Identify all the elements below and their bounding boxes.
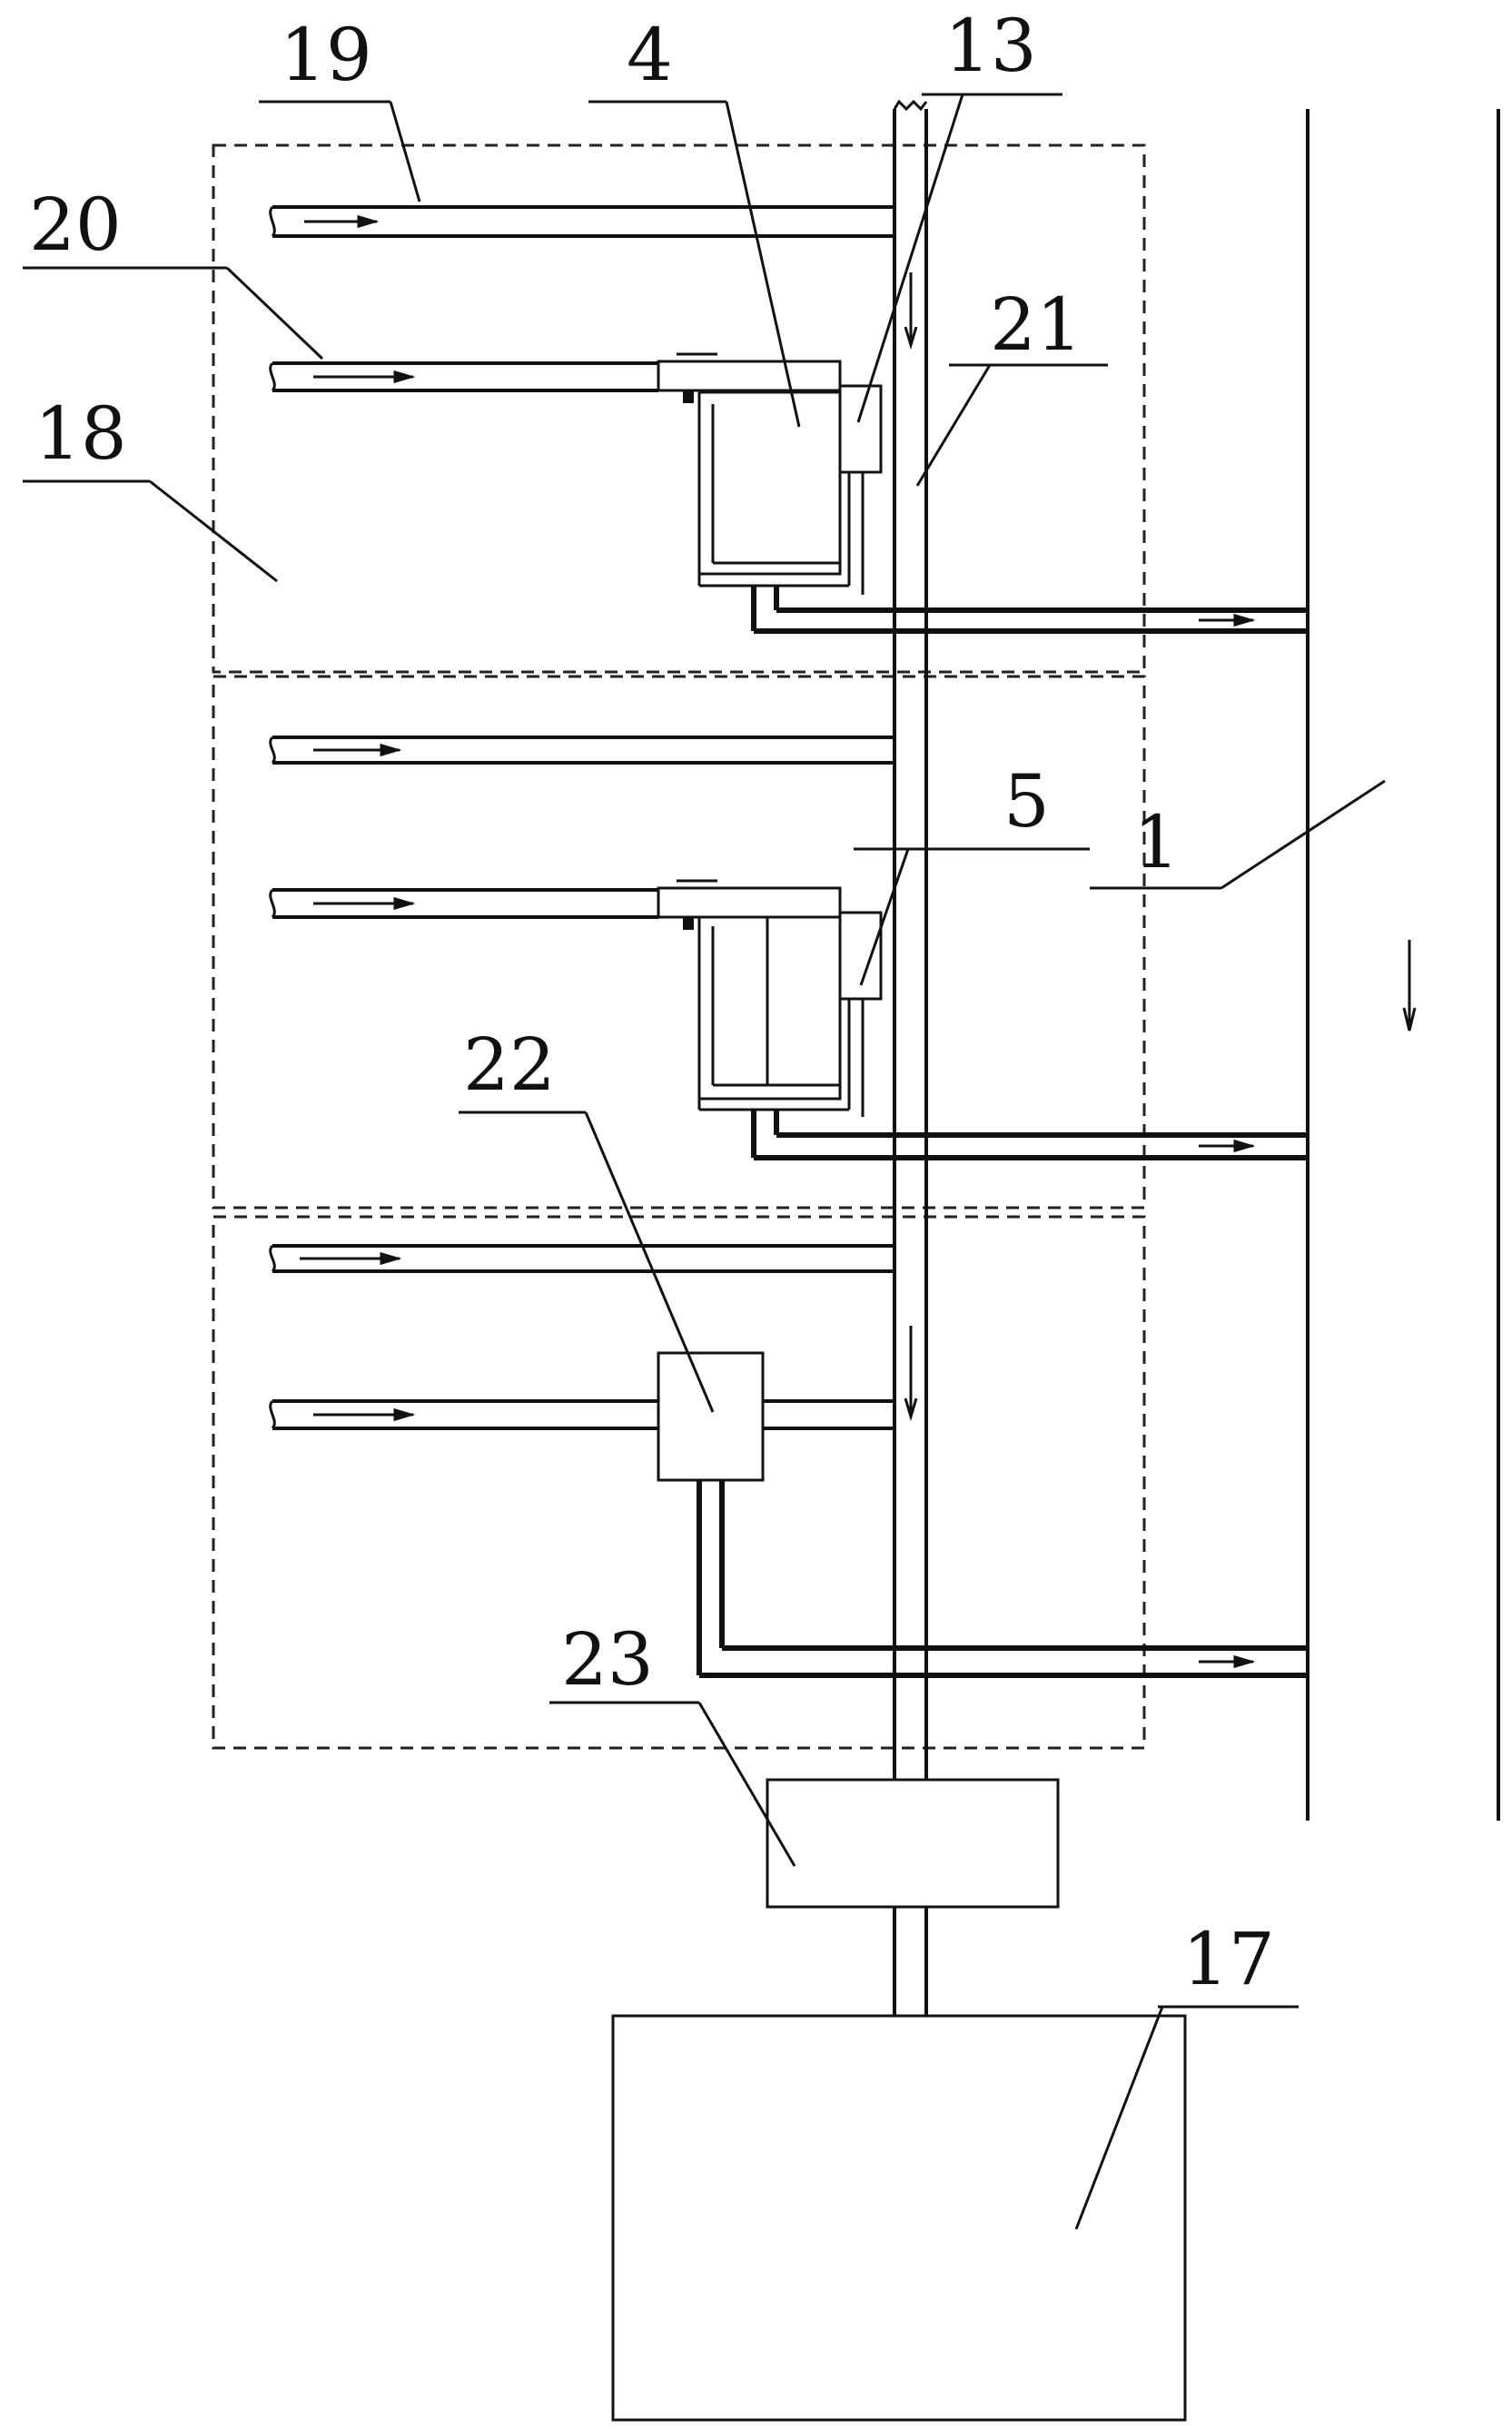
- unit-zone-2: [212, 675, 1146, 1210]
- device-5: [657, 879, 883, 1117]
- device-4: [657, 352, 883, 595]
- label-22: 22: [463, 1022, 556, 1107]
- label-17: 17: [1182, 1917, 1275, 2001]
- device-22-outlet-to-main: [763, 1399, 894, 1430]
- outlet-pipe-zone-1: [751, 586, 1308, 634]
- inlet-pipe-zone-2-lower: [269, 888, 658, 919]
- vertical-main-pipe: [893, 99, 928, 1780]
- label-19: 19: [280, 13, 372, 97]
- device-13: [838, 384, 883, 474]
- inlet-pipe-19: [269, 205, 894, 238]
- label-20: 20: [29, 183, 122, 267]
- label-21: 21: [990, 282, 1082, 367]
- tank-17: [611, 2014, 1187, 2422]
- label-1: 1: [1133, 800, 1180, 884]
- unit-zone-3: [212, 1215, 1146, 1750]
- label-5: 5: [1003, 759, 1050, 844]
- device-22: [657, 1351, 765, 1482]
- device-23: [766, 1778, 1060, 1909]
- inlet-pipe-zone-3-top: [269, 1244, 894, 1273]
- inlet-pipe-20: [269, 361, 658, 392]
- connector-pipe-23-17: [893, 1907, 928, 2016]
- label-23: 23: [561, 1617, 654, 1702]
- outlet-pipe-zone-2: [751, 1110, 1308, 1160]
- channel-flow-arrow: [1402, 940, 1417, 1032]
- leader-lines: [23, 93, 1386, 2230]
- inlet-pipe-zone-2-top: [269, 736, 894, 765]
- unit-zone-1: [212, 143, 1146, 674]
- inlet-pipe-zone-3-lower: [269, 1399, 658, 1430]
- label-4: 4: [627, 13, 673, 97]
- outlet-pipe-zone-3: [697, 1480, 1308, 1678]
- label-18: 18: [35, 391, 127, 476]
- label-13: 13: [944, 4, 1037, 88]
